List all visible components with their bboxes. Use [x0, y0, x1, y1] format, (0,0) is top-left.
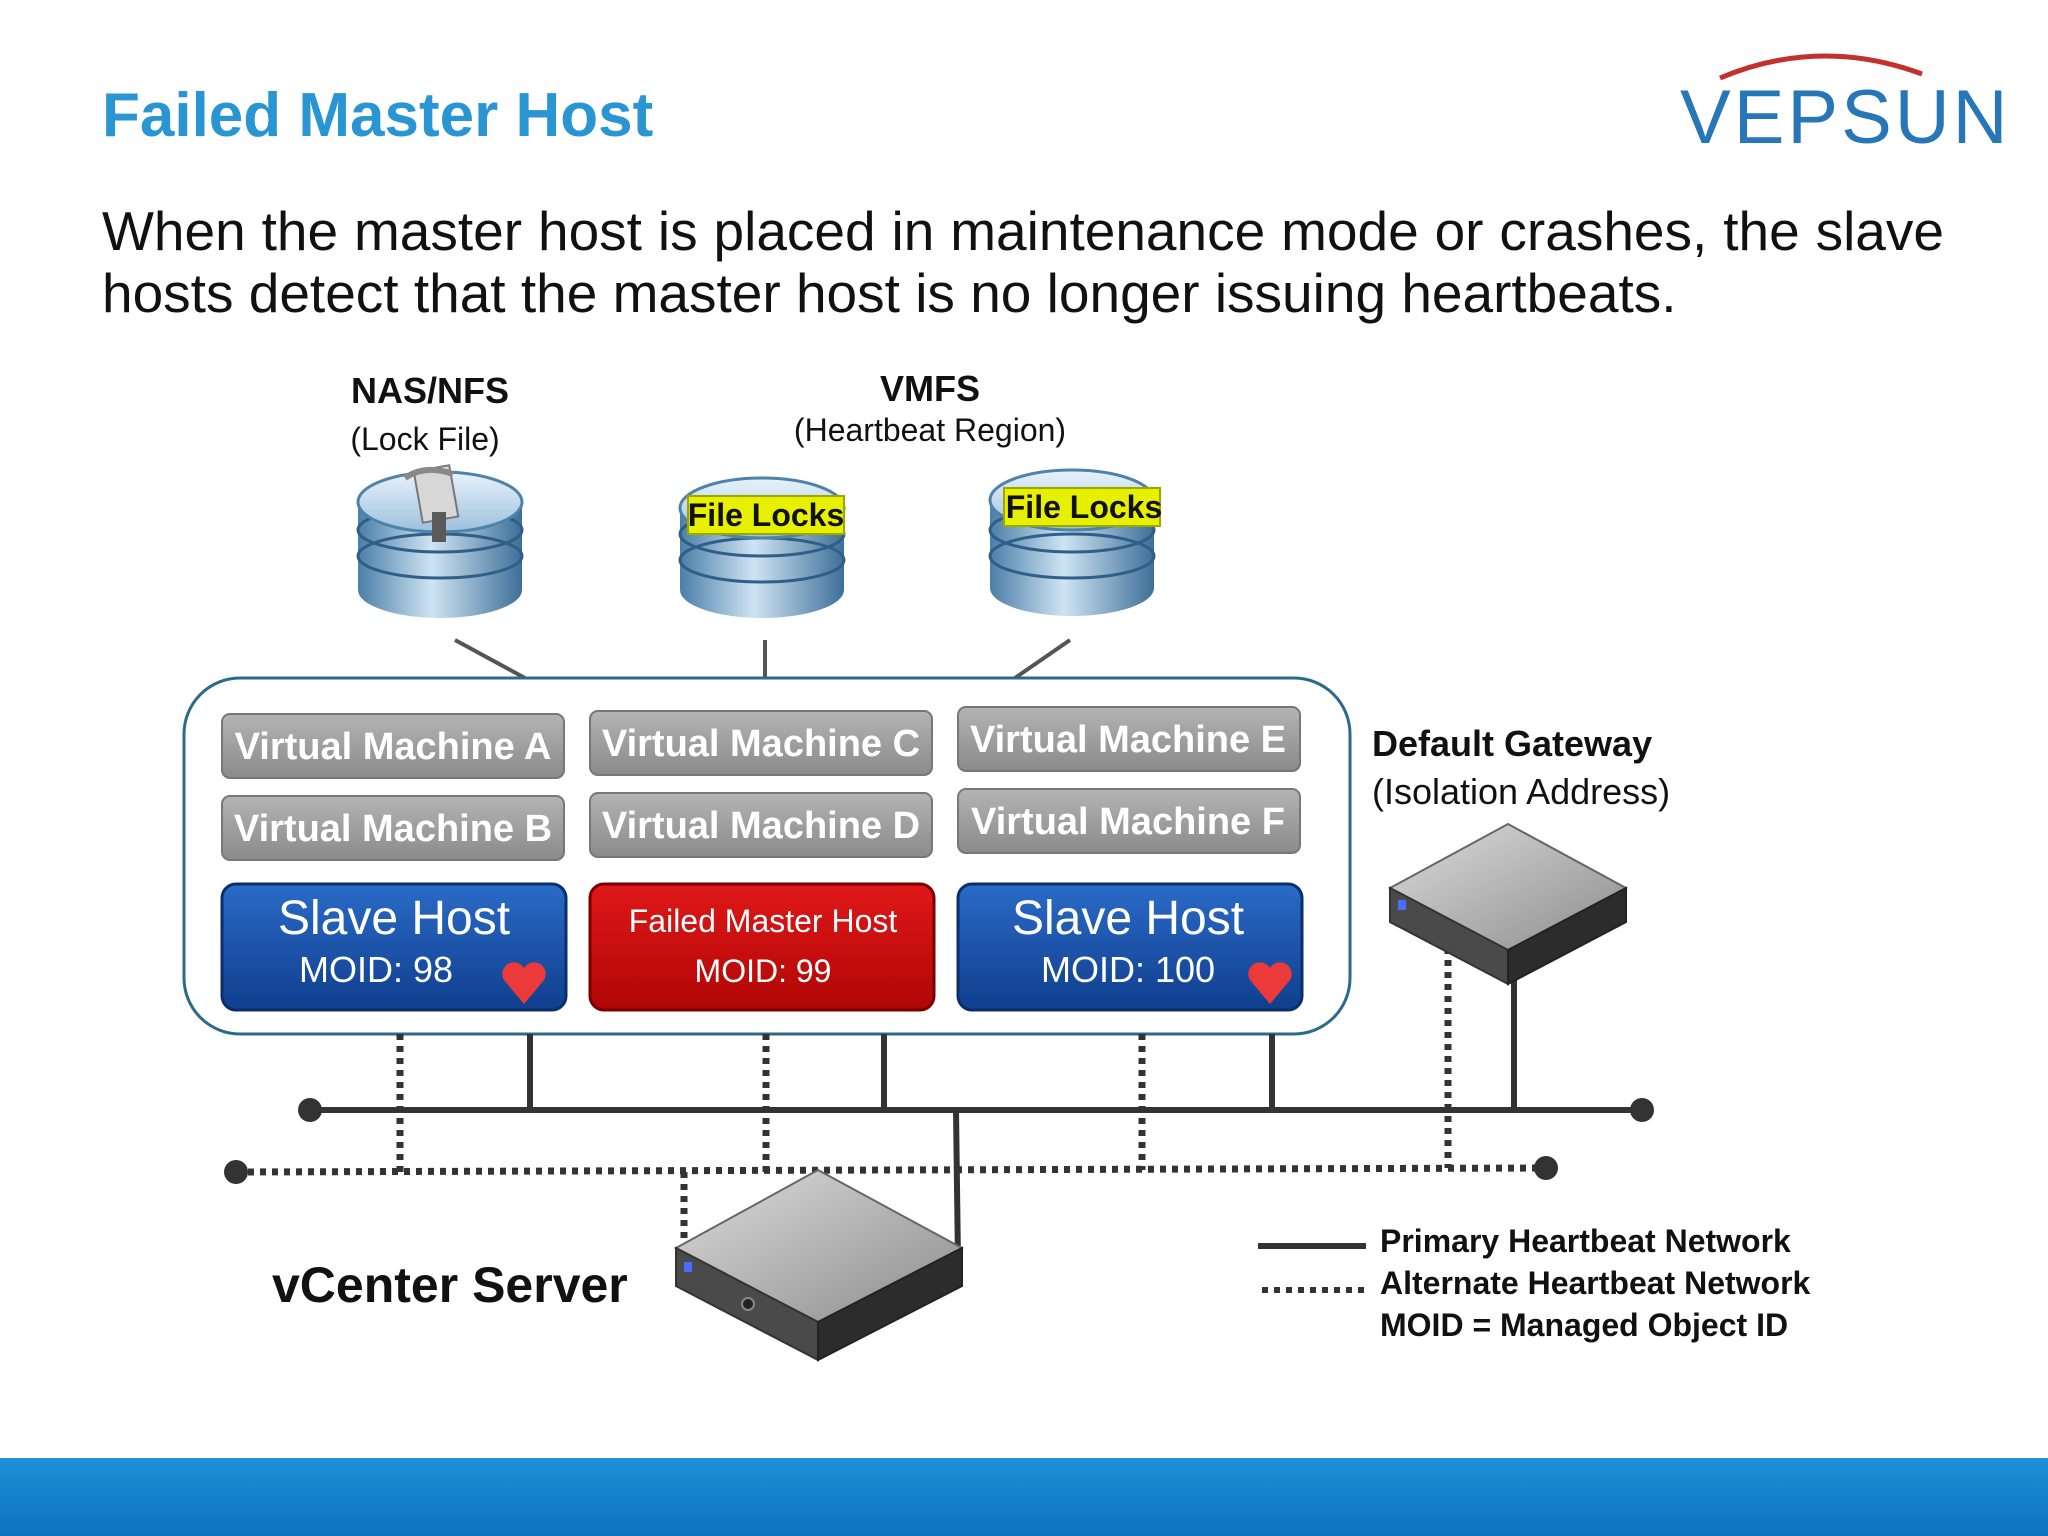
legend-moid-label: MOID = Managed Object ID [1380, 1307, 1788, 1343]
slide-title: Failed Master Host [102, 81, 654, 150]
slave-host-2-name: Slave Host [1012, 892, 1244, 945]
vepsun-logo: VEPSUN [1660, 42, 2008, 160]
gateway-title: Default Gateway [1372, 723, 1652, 764]
vcenter-label: vCenter Server [272, 1257, 628, 1313]
bottom-bar [0, 1458, 2048, 1536]
file-locks-label-2: File Locks [1006, 489, 1163, 525]
file-locks-badge-2 [1003, 487, 1161, 527]
heart-icon [502, 962, 546, 1004]
slave-host-1-moid: MOID: 98 [299, 949, 453, 990]
vm-box-e [957, 706, 1301, 772]
alternate-heartbeat-network [235, 948, 1547, 1240]
vmfs-title: VMFS [880, 368, 980, 409]
legend-alternate-label: Alternate Heartbeat Network [1380, 1265, 1811, 1301]
gateway-subtitle: (Isolation Address) [1372, 771, 1670, 812]
vm-label-e: Virtual Machine E [970, 719, 1286, 761]
vm-box-d [589, 792, 933, 858]
slave-host-1-box [220, 882, 568, 1012]
nas-subtitle: (Lock File) [350, 421, 499, 457]
file-locks-badge-1 [687, 495, 845, 535]
vm-label-f: Virtual Machine F [971, 801, 1285, 843]
gateway-server-icon [1387, 822, 1629, 986]
vm-label-a: Virtual Machine A [235, 726, 552, 768]
legend-primary-label: Primary Heartbeat Network [1380, 1223, 1791, 1259]
failed-master-host-moid: MOID: 99 [695, 953, 832, 989]
vm-label-b: Virtual Machine B [234, 808, 552, 850]
vm-box-b [221, 795, 565, 861]
vm-label-c: Virtual Machine C [602, 723, 920, 765]
vm-box-a [221, 713, 565, 779]
slave-host-2-box [956, 882, 1304, 1012]
vm-label-d: Virtual Machine D [602, 805, 920, 847]
logo-swoosh-icon [1719, 53, 1923, 81]
vm-box-f [957, 788, 1301, 854]
nas-title: NAS/NFS [351, 370, 509, 411]
primary-heartbeat-network [298, 972, 1654, 1263]
vcenter-server-icon [673, 1168, 965, 1362]
vmfs-subtitle: (Heartbeat Region) [794, 412, 1066, 448]
slave-host-1-name: Slave Host [278, 892, 510, 945]
vm-box-c [589, 710, 933, 776]
intro-text: When the master host is placed in mainte… [102, 200, 1944, 324]
failed-master-host-name: Failed Master Host [629, 903, 898, 939]
lock-file-icon [403, 464, 460, 542]
slave-host-2-moid: MOID: 100 [1041, 949, 1215, 990]
file-locks-label-1: File Locks [688, 497, 845, 533]
logo-text: VEPSUN [1680, 75, 2011, 160]
nas-datastore-icon [356, 464, 524, 618]
failed-master-host-box [588, 882, 936, 1012]
heart-icon [1248, 962, 1292, 1004]
